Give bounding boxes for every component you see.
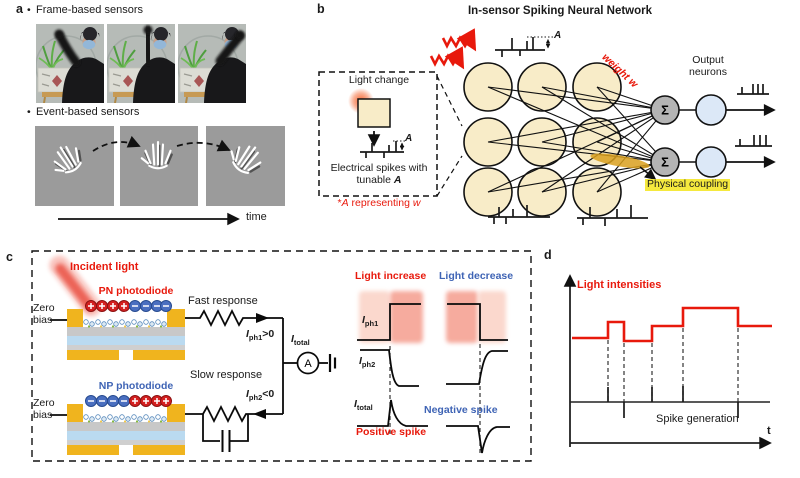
light-intensities-label: Light intensities: [577, 279, 662, 291]
capacitor-branch: [202, 414, 249, 442]
frame-photo-1: [36, 24, 104, 103]
input-spike-train-top: [495, 36, 553, 57]
coupling-pointer-arrow: [639, 166, 657, 181]
iph2-decrease-trace: [446, 350, 508, 385]
waveforms: [357, 303, 510, 456]
light-intensity-trace: [572, 306, 772, 343]
pixel-cell: [357, 98, 391, 128]
frame-photo-2: [107, 24, 175, 103]
inset-title: Light change: [348, 74, 410, 86]
light-shading: [359, 291, 506, 343]
itotal-negative-spike-trace: [446, 425, 510, 454]
slow-resistor-icon: [185, 404, 283, 424]
iph1-trace-label: Iph1: [362, 314, 379, 329]
frame-sensors-title: Frame-based sensors: [36, 4, 143, 16]
np-photodiode-diagram: [66, 394, 186, 456]
time-label: time: [246, 211, 267, 223]
panel-d-label: d: [544, 248, 552, 262]
current-arrow-left: [253, 409, 266, 419]
iph1-increase-trace: [357, 303, 421, 341]
event-frame-2: [120, 126, 198, 206]
hidden-spike-train-1: [488, 205, 550, 224]
panel-b-network: Σ Σ: [318, 28, 776, 226]
panel-a-frame-photos: [36, 24, 246, 103]
panel-c-label: c: [6, 250, 13, 264]
spike-generation-label: Spike generation: [656, 413, 739, 425]
iph2-increase-trace: [360, 349, 419, 387]
inset-connector-bottom: [436, 155, 463, 197]
event-motion-arrow-1: [92, 135, 141, 152]
transition-dashes: [607, 328, 739, 402]
fast-resistor-icon: [185, 308, 283, 328]
physical-coupling-highlight: [590, 153, 650, 169]
event-sensors-title: Event-based sensors: [36, 106, 140, 118]
output-neuron-1: [695, 94, 727, 126]
output-spike-train-2: [735, 135, 772, 147]
incident-light-label: Incident light: [70, 261, 139, 273]
light-increase-label: Light increase: [355, 270, 427, 282]
t-axis-label: t: [767, 425, 771, 437]
itotal-label: Itotal: [291, 333, 310, 348]
event-motion-arrow-2: [176, 139, 231, 152]
current-arrow-right: [256, 313, 269, 323]
output-spike-train-1: [737, 84, 769, 95]
inset-connector-top: [436, 75, 463, 127]
iph1-condition-label: Iph1>0: [246, 328, 275, 343]
panel-d-plot: [563, 274, 772, 450]
panel-a-label: a: [16, 2, 23, 16]
bullet: •: [27, 4, 31, 16]
panel-c-border: [31, 250, 532, 462]
iph2-condition-label: Iph2<0: [246, 388, 275, 403]
panel-a-event-frames: [35, 126, 285, 206]
pn-photodiode-label: PN photodiode: [98, 285, 174, 297]
neuron-layer: [463, 62, 622, 217]
light-decrease-label: Light decrease: [439, 270, 514, 282]
output-neuron-2: [695, 146, 727, 178]
bullet: •: [27, 106, 31, 118]
inset-spike-train: [360, 140, 406, 158]
sigma-symbol: Σ: [661, 155, 669, 170]
light-input-arrows: [429, 28, 477, 70]
np-photodiode-label: NP photodiode: [98, 380, 174, 392]
slow-response-label: Slow response: [190, 369, 263, 381]
positive-spike-label: Positive spike: [356, 426, 427, 438]
event-frame-3: [206, 126, 285, 206]
panel-b-label: b: [317, 2, 325, 16]
frame-photo-3: [178, 24, 246, 103]
panel-c-device: A: [31, 250, 532, 462]
iph2-trace-label: Iph2: [359, 355, 376, 370]
light-change-inset-box: [318, 71, 438, 197]
ammeter-symbol: A: [304, 358, 312, 370]
panel-b-title: In-sensor Spiking Neural Network: [467, 5, 653, 17]
generated-spikes: [607, 386, 739, 418]
itotal-trace-label: Itotal: [354, 398, 373, 413]
physical-coupling-label: Physical coupling: [645, 178, 731, 191]
amplitude-label: A: [554, 30, 562, 41]
hidden-spike-train-2: [577, 205, 648, 226]
inset-footnote: *A representing w: [337, 197, 421, 209]
circuit: A: [185, 308, 337, 452]
itotal-positive-spike-trace: [357, 399, 428, 427]
negative-spike-label: Negative spike: [424, 404, 498, 416]
sigma-symbol: Σ: [661, 103, 669, 118]
iph1-decrease-trace: [447, 303, 508, 341]
fast-response-label: Fast response: [188, 295, 258, 307]
amplitude-label: A: [405, 133, 413, 144]
event-frame-1: [35, 126, 114, 206]
